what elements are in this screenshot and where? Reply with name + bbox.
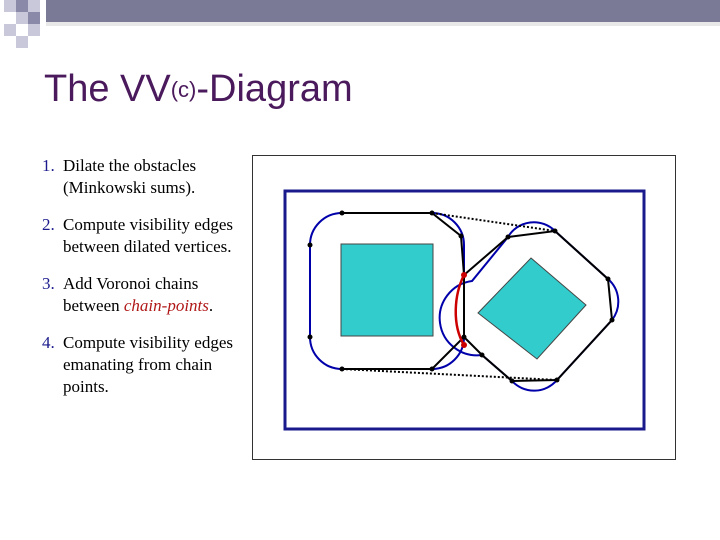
edge-hull-diamond <box>463 229 614 383</box>
vertex <box>554 377 560 383</box>
steps-list: 1. Dilate the obstacles (Minkowski sums)… <box>42 155 252 413</box>
chain-point <box>461 272 467 278</box>
step-number: 2. <box>42 215 55 234</box>
vertex <box>307 242 313 248</box>
vertex <box>505 234 511 240</box>
step-text: Compute visibility edges between dilated… <box>63 215 233 256</box>
title-superscript: (c) <box>170 77 197 102</box>
step-number: 1. <box>42 156 55 175</box>
workspace-boundary <box>283 189 646 431</box>
graph-vertices <box>307 210 615 384</box>
step-3: 3. Add Voronoi chains between chain-poin… <box>42 273 252 317</box>
dilated-diamond <box>438 221 620 392</box>
vertex <box>429 366 435 372</box>
vertex <box>339 210 345 216</box>
step-number: 4. <box>42 333 55 352</box>
title-main: The VV <box>44 68 171 110</box>
title-bar-decoration <box>0 0 720 48</box>
obstacle-diamond <box>477 257 587 360</box>
step-text: Add Voronoi chains between <box>63 274 199 315</box>
vertex <box>509 378 515 384</box>
voronoi-chain <box>454 274 466 346</box>
vertex <box>479 352 485 358</box>
chain-point <box>461 342 467 348</box>
title-rest: -Diagram <box>196 68 353 110</box>
vertex <box>458 233 464 239</box>
vertex <box>552 228 558 234</box>
step-4: 4. Compute visibility edges emanating fr… <box>42 332 252 398</box>
vertex <box>339 366 345 372</box>
step-number: 3. <box>42 274 55 293</box>
step-2: 2. Compute visibility edges between dila… <box>42 214 252 258</box>
step-suffix: . <box>208 296 214 315</box>
edge-link-upper <box>463 236 509 276</box>
vertex <box>307 334 313 340</box>
vertex <box>461 334 467 340</box>
slide-title: The VV(c)-Diagram <box>44 68 353 111</box>
vertex <box>605 276 611 282</box>
step-text: Dilate the obstacles (Minkowski sums). <box>63 156 197 197</box>
step-text: Compute visibility edges emanating from … <box>63 333 233 396</box>
step-1: 1. Dilate the obstacles (Minkowski sums)… <box>42 155 252 199</box>
vertex <box>429 210 435 216</box>
vertex <box>609 317 615 323</box>
diagram-svg <box>252 155 676 460</box>
vv-diagram <box>252 155 676 460</box>
edge-tangent-top <box>431 212 556 232</box>
obstacle-square <box>340 243 434 337</box>
chain-points-term: chain-points <box>123 296 209 315</box>
